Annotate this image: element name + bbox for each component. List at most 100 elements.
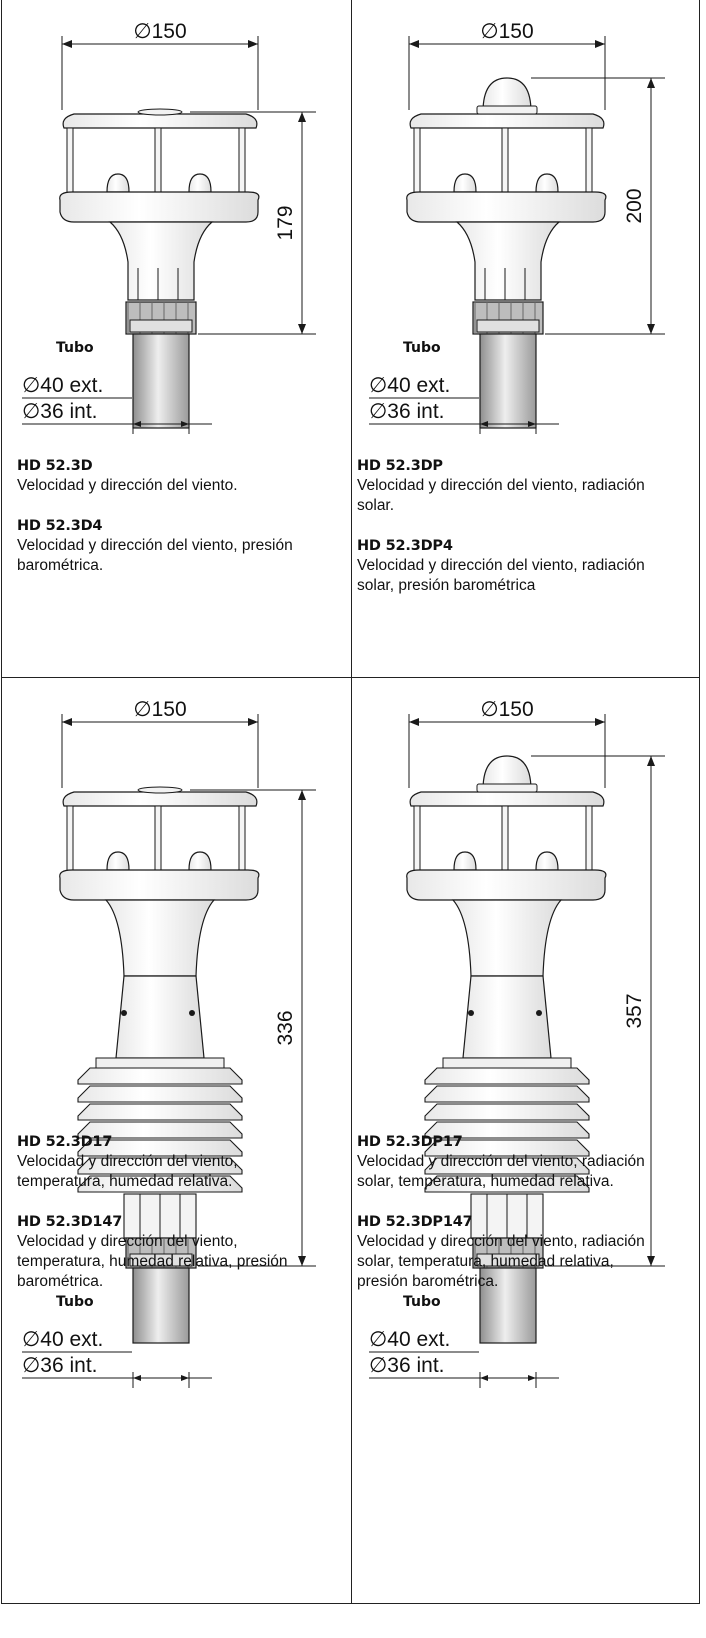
dimension-arrow [409, 718, 419, 726]
radiation-shield-plate [424, 1175, 590, 1193]
tube-title: Tubo [403, 1294, 441, 1310]
sensor-housing [115, 975, 205, 1059]
housing-screw [468, 1010, 474, 1016]
model-code: HD 52.3D [17, 458, 93, 474]
ultrasonic-transducer [188, 173, 212, 193]
mounting-tube [479, 333, 537, 429]
dimension-arrow [62, 718, 72, 726]
model-description: Velocidad y dirección del viento. [17, 477, 238, 494]
housing-screw [189, 1010, 195, 1016]
model-description: solar, temperatura, humedad relativa. [357, 1173, 614, 1190]
mounting-tube [479, 1267, 537, 1344]
top-cap [62, 791, 258, 807]
model-description: Velocidad y dirección del viento, [17, 1233, 238, 1250]
ultrasonic-transducer [453, 173, 477, 193]
dimension-arrow [133, 1375, 141, 1381]
dimension-arrow [133, 421, 141, 427]
radiation-shield-plate [77, 1157, 243, 1175]
height-dimension-label: 200 [623, 188, 646, 223]
model-description: Velocidad y dirección del viento, radiac… [357, 1153, 645, 1170]
radiation-shield-plate [77, 1175, 243, 1193]
radiation-shield-plate [424, 1139, 590, 1157]
support-pillar [501, 805, 509, 873]
dimension-arrow [409, 40, 419, 48]
tube-inner-diameter: ∅36 int. [369, 400, 445, 423]
model-description: Velocidad y dirección del viento, presió… [17, 537, 293, 554]
ultrasonic-transducer [535, 851, 559, 871]
tube-outer-diameter: ∅40 ext. [369, 374, 450, 397]
width-dimension-label: ∅150 [133, 20, 186, 43]
ultrasonic-transducer [106, 173, 130, 193]
width-dimension-label: ∅150 [133, 698, 186, 721]
ultrasonic-transducer [453, 851, 477, 871]
model-description: Velocidad y dirección del viento, radiac… [357, 557, 645, 574]
dome-base [476, 105, 538, 115]
model-descriptions: HD 52.3D Velocidad y dirección del vient… [17, 456, 337, 576]
support-pillar [66, 805, 74, 873]
dimension-arrow [181, 1375, 189, 1381]
sensor-housing [462, 975, 552, 1059]
model-code: HD 52.3DP147 [357, 1214, 473, 1230]
tube-inner-diameter: ∅36 int. [22, 1354, 98, 1377]
ultrasonic-transducer [535, 173, 559, 193]
dimension-arrow [647, 78, 655, 88]
clamp-band [129, 1253, 193, 1267]
solar-radiation-dome [482, 755, 532, 791]
body-neck [455, 221, 561, 301]
top-cap-disc [137, 108, 183, 116]
dimension-arrow [480, 421, 488, 427]
clamp-band [129, 319, 193, 333]
base-disc [59, 869, 260, 901]
base-disc [59, 191, 260, 223]
top-cap [62, 113, 258, 129]
radiation-shield-plate [77, 1103, 243, 1121]
base-disc [406, 869, 607, 901]
base-disc [406, 191, 607, 223]
radiation-shield-plate [424, 1103, 590, 1121]
support-pillar [585, 805, 593, 873]
shield-collar [442, 1057, 572, 1069]
radiation-shield-plate [77, 1067, 243, 1085]
mounting-tube [132, 333, 190, 429]
model-description: barométrica. [17, 1273, 104, 1290]
dimension-arrow [595, 40, 605, 48]
width-dimension-label: ∅150 [480, 698, 533, 721]
support-pillar [585, 127, 593, 195]
model-descriptions: HD 52.3DP17 Velocidad y dirección del vi… [357, 1132, 677, 1292]
tube-outer-diameter: ∅40 ext. [22, 1328, 103, 1351]
dimension-arrow [248, 718, 258, 726]
radiation-shield-plate [424, 1157, 590, 1175]
model-code: HD 52.3D17 [17, 1134, 113, 1150]
model-code: HD 52.3DP17 [357, 1134, 463, 1150]
ultrasonic-transducer [106, 851, 130, 871]
dimension-arrow [181, 421, 189, 427]
model-description: presión barométrica. [357, 1273, 499, 1290]
tube-outer-diameter: ∅40 ext. [22, 374, 103, 397]
model-description: Velocidad y dirección del viento, radiac… [357, 1233, 645, 1250]
top-cap [409, 113, 605, 129]
radiation-shield-plate [424, 1085, 590, 1103]
ultrasonic-transducer [188, 851, 212, 871]
grid-divider-horizontal [2, 677, 699, 678]
model-description: Velocidad y dirección del viento, radiac… [357, 477, 645, 494]
dimension-arrow [528, 421, 536, 427]
dimension-arrow [528, 1375, 536, 1381]
tube-title: Tubo [56, 340, 94, 356]
mounting-tube [132, 1267, 190, 1344]
model-code: HD 52.3DP [357, 458, 443, 474]
grid-divider-vertical [351, 0, 352, 1603]
dimension-arrow [248, 40, 258, 48]
product-grid [1, 0, 700, 1604]
dimension-arrow [480, 1375, 488, 1381]
tube-inner-diameter: ∅36 int. [369, 1354, 445, 1377]
tube-title: Tubo [56, 1294, 94, 1310]
body-neck [108, 221, 214, 301]
dimension-arrow [298, 1256, 306, 1266]
dimension-arrow [647, 1256, 655, 1266]
dimension-arrow [298, 324, 306, 334]
